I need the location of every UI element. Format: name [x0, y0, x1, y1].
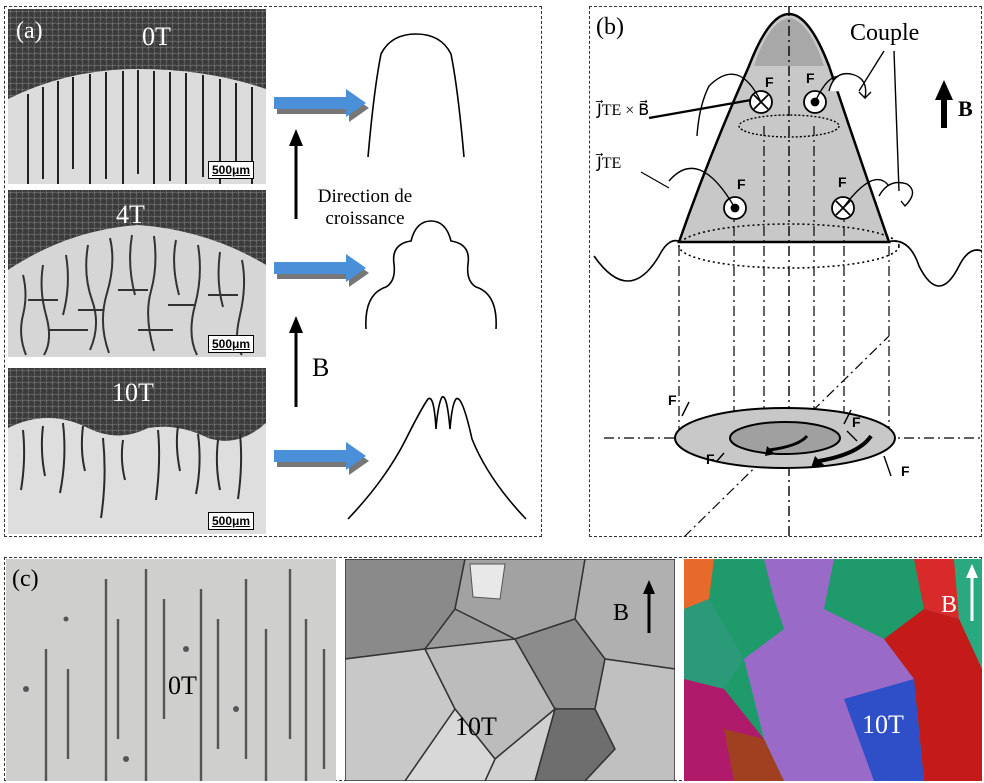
micrograph-c-10T — [345, 559, 675, 781]
b-field-arrow-icon — [289, 316, 303, 407]
field-label-4T: 4T — [116, 200, 145, 229]
growth-direction-label: Direction de croissance — [300, 186, 430, 230]
growth-direction-arrow-icon — [289, 129, 303, 219]
panel-a — [4, 6, 542, 537]
b-arrow-icon-c1 — [643, 580, 655, 633]
force-label-4: F — [838, 174, 847, 190]
scale-bar-4T: 500μm — [208, 335, 255, 353]
ebsd-map-10T — [684, 559, 982, 781]
micrograph-0T — [8, 9, 266, 184]
field-label-ebsd-10T: 10T — [862, 710, 904, 739]
micrograph-10T — [8, 368, 266, 534]
growth-direction-line-2: croissance — [325, 208, 405, 229]
b-field-label-a: B — [312, 353, 330, 382]
panel-a-letter: (a) — [16, 18, 43, 44]
b-arrow-icon-c2 — [966, 564, 978, 621]
panel-b-letter: (b) — [596, 14, 624, 40]
dendrite-torque-diagram — [593, 6, 982, 537]
force-label-7: F — [706, 451, 715, 467]
field-label-10T: 10T — [112, 378, 154, 407]
couple-label: Couple — [850, 20, 920, 46]
blue-arrow-icon-3 — [274, 442, 369, 475]
force-label-1: F — [765, 74, 774, 90]
profile-4T — [365, 220, 497, 330]
jte-label: J⃗TE — [597, 155, 622, 172]
panel-c-letter: (c) — [12, 566, 39, 592]
scale-bar-0T: 500μm — [208, 161, 255, 179]
force-label-5: F — [668, 392, 677, 408]
force-label-8: F — [901, 463, 910, 479]
panel-a-schematics — [274, 33, 527, 520]
b-field-label-c1: B — [613, 600, 630, 626]
panel-b — [589, 6, 982, 537]
field-label-c-10T: 10T — [455, 712, 497, 741]
force-label-3: F — [737, 176, 746, 192]
profile-0T — [367, 33, 465, 158]
scale-bar-10T: 500μm — [208, 512, 255, 530]
force-label-2: F — [806, 70, 815, 86]
jte-cross-b-label: J⃗TE × B⃗ — [597, 102, 650, 119]
force-label-6: F — [852, 414, 861, 430]
growth-direction-line-1: Direction de — [317, 186, 413, 207]
torque-curl-icon — [828, 72, 914, 208]
field-label-0T: 0T — [142, 22, 171, 51]
micrograph-c-0T — [6, 559, 336, 781]
field-label-c-0T: 0T — [168, 671, 197, 700]
b-field-arrow-icon-b — [935, 80, 953, 128]
blue-arrow-icon-2 — [274, 254, 369, 287]
blue-arrow-icon-1 — [274, 89, 369, 122]
b-field-label-b: B — [958, 96, 973, 121]
micrograph-4T — [8, 190, 266, 357]
profile-10T — [347, 396, 527, 520]
b-field-label-c2: B — [941, 592, 958, 618]
